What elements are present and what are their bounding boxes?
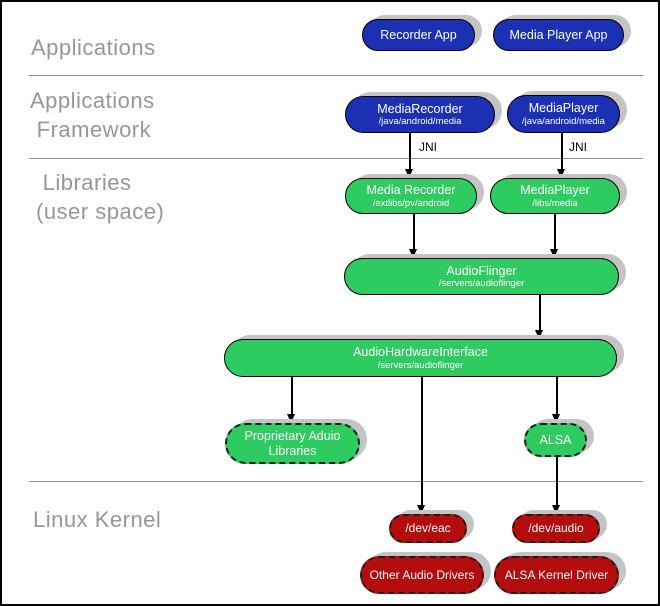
arrow-mediarecorder-jni-line <box>409 133 411 169</box>
section-label-applications: Applications <box>31 35 156 60</box>
arrow-recorderlib-audioflinger-head <box>409 249 417 258</box>
arrow-audioflinger-ahi-line <box>539 295 541 330</box>
section-label-line: Libraries <box>42 170 132 195</box>
node-title: AudioFlinger <box>446 263 517 278</box>
node-title: /dev/audio <box>528 521 584 536</box>
node-title: Media Recorder <box>366 183 456 198</box>
node-subtitle: /java/android/media <box>522 115 605 127</box>
arrow-recorderlib-audioflinger-line <box>413 214 415 249</box>
node-media-recorder-lib: Media Recorder /extlibs/pv/android <box>345 178 477 214</box>
node-title: Media Player App <box>509 27 608 42</box>
node-title: MediaRecorder <box>377 101 463 116</box>
section-label-libraries: Libraries (user space) <box>36 168 164 226</box>
node-title: MediaPlayer <box>520 183 590 198</box>
arrow-audioflinger-ahi-head <box>535 330 543 339</box>
node-subtitle: /servers/audioflinger <box>438 278 525 290</box>
node-audiohardwareinterface: AudioHardwareInterface /servers/audiofli… <box>224 339 617 377</box>
node-title: ALSA <box>539 432 572 447</box>
arrow-ahi-deveac-line <box>421 377 423 505</box>
node-subtitle: /servers/audioflinger <box>377 359 464 371</box>
node-subtitle: /libs/media <box>532 197 578 209</box>
node-recorder-app: Recorder App <box>362 19 475 51</box>
section-label-line: Framework <box>36 117 152 143</box>
node-mediaplayer-framework: MediaPlayer /java/android/media <box>507 95 620 133</box>
node-title: Recorder App <box>380 27 457 42</box>
jni-label-left: JNI <box>419 140 437 154</box>
arrow-mediaplayer-jni-head <box>557 169 565 178</box>
jni-label-right: JNI <box>569 140 587 154</box>
node-subtitle: /java/android/media <box>378 116 462 128</box>
node-other-audio-drivers: Other Audio Drivers <box>360 556 484 594</box>
node-title: Other Audio Drivers <box>369 567 475 582</box>
arrow-mediarecorder-jni-head <box>405 169 413 178</box>
arrow-ahi-alsa-line <box>556 377 558 414</box>
node-dev-eac: /dev/eac <box>389 514 467 543</box>
node-title: ALSA Kernel Driver <box>504 567 609 582</box>
section-label-line: (user space) <box>36 199 165 225</box>
section-label-linux-kernel: Linux Kernel <box>33 507 162 532</box>
node-proprietary-audio-libraries: Proprietary Aduio Libraries <box>225 423 360 464</box>
node-title: AudioHardwareInterface <box>353 345 488 360</box>
node-alsa-kernel-driver: ALSA Kernel Driver <box>494 556 619 594</box>
arrow-playerlib-audioflinger-line <box>554 214 556 249</box>
section-label-applications-framework: Applications Framework <box>30 86 155 144</box>
node-media-player-app: Media Player App <box>493 19 624 51</box>
node-dev-audio: /dev/audio <box>512 514 600 543</box>
separator-framework-libraries <box>29 158 643 159</box>
node-title: /dev/eac <box>405 521 451 536</box>
separator-libraries-kernel <box>29 481 643 482</box>
arrow-ahi-proprietary-head <box>287 414 295 423</box>
section-label-line: Applications <box>30 88 155 113</box>
node-alsa: ALSA <box>524 423 587 457</box>
arrow-alsa-devaudio-line <box>556 457 558 505</box>
arrow-alsa-devaudio-head <box>552 505 560 514</box>
arrow-ahi-proprietary-line <box>291 377 293 414</box>
node-title: MediaPlayer <box>528 101 599 116</box>
node-mediaplayer-lib: MediaPlayer /libs/media <box>490 178 620 214</box>
node-subtitle: /extlibs/pv/android <box>372 197 450 209</box>
arrow-playerlib-audioflinger-head <box>550 249 558 258</box>
node-title: Proprietary Aduio Libraries <box>244 428 341 458</box>
separator-applications-framework <box>29 75 643 76</box>
arrow-ahi-alsa-head <box>552 414 560 423</box>
arrow-ahi-deveac-head <box>417 505 425 514</box>
node-audioflinger: AudioFlinger /servers/audioflinger <box>344 258 619 295</box>
node-mediarecorder-framework: MediaRecorder /java/android/media <box>345 96 495 133</box>
arrow-mediaplayer-jni-line <box>561 133 563 169</box>
